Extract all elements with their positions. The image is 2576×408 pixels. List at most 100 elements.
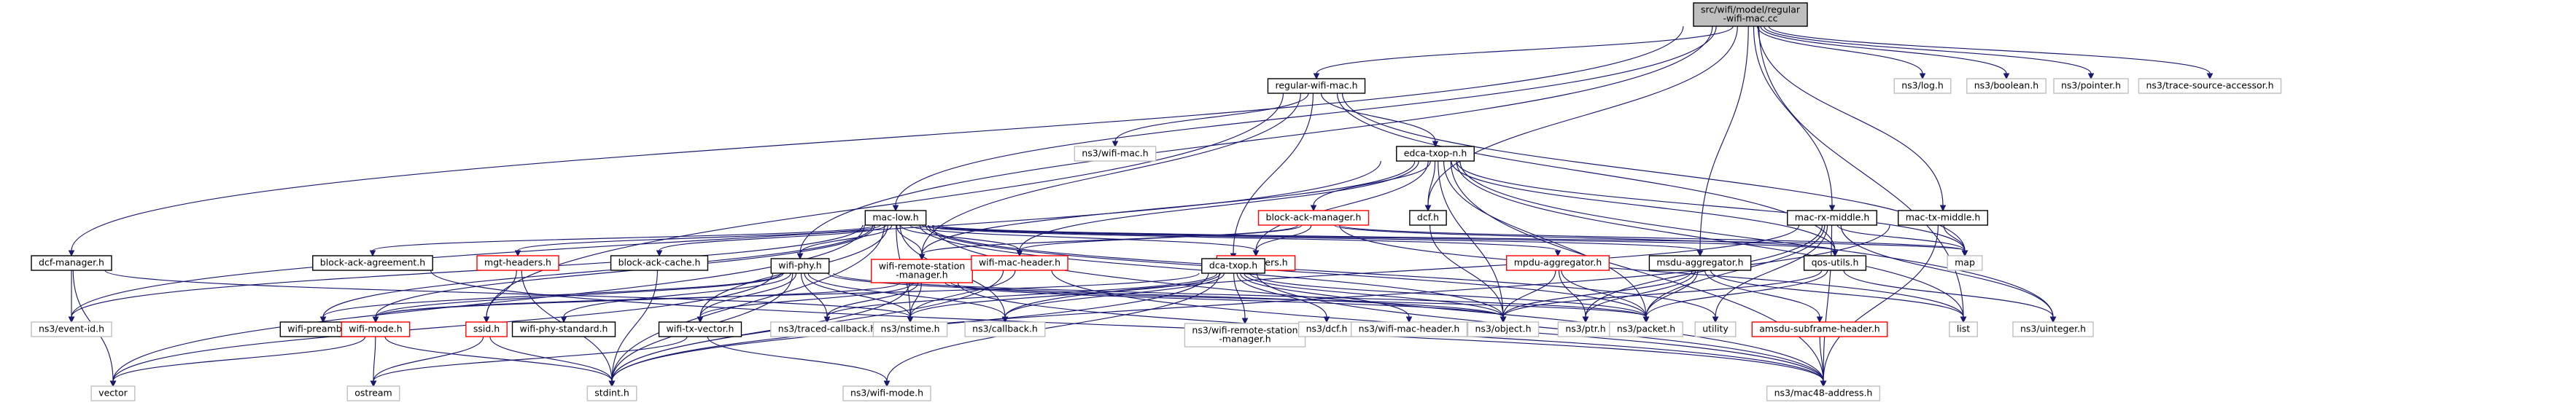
edge-edca-txop-n-h-to-ns3-event-id-h	[68, 160, 1381, 323]
edge-line	[517, 224, 881, 251]
edge-arrowhead	[883, 380, 891, 388]
node-map: map	[1947, 255, 1983, 271]
node-regular-wifi-mac-h[interactable]: regular-wifi-mac.h	[1267, 78, 1366, 94]
edge-dca-txop-h-to-ns3-wifi-mac-header-h	[1240, 272, 1413, 323]
edge-line	[1710, 270, 1964, 318]
node-label: dcf-manager.h	[39, 257, 104, 268]
node-msdu-aggregator-h[interactable]: msdu-aggregator.h	[1648, 255, 1752, 271]
node-mac-low-h[interactable]: mac-low.h	[864, 210, 927, 226]
node-mgt-headers-h[interactable]: mgt-headers.h	[476, 255, 559, 271]
edge-line	[1459, 160, 2054, 318]
edge-arrowhead	[1712, 316, 1719, 323]
edge-arrowhead	[1405, 316, 1413, 323]
edge-dcf-manager-h-to-ns3-event-id-h	[68, 270, 75, 323]
edge-arrowhead	[1961, 250, 1968, 257]
edge-root-to-msdu-aggregator-h	[1696, 26, 1749, 257]
node-box	[872, 321, 948, 337]
node-box	[1966, 78, 2047, 94]
edge-line	[900, 224, 1020, 251]
node-wifi-phy-h[interactable]: wifi-phy.h	[770, 258, 830, 274]
node-label: ns3/object.h	[1475, 323, 1531, 334]
edge-wifi-tx-vector-h-to-ostream	[370, 336, 688, 388]
edge-line	[886, 272, 1220, 382]
node-label: ns3/event-id.h	[39, 323, 104, 334]
edge-root-to-ns3-boolean-h	[1760, 26, 2010, 80]
edge-line	[71, 160, 1381, 318]
node-wifi-mode-h[interactable]: wifi-mode.h	[341, 321, 411, 337]
node-box	[1766, 385, 1881, 401]
edge-line	[563, 272, 791, 318]
node-dcf-h[interactable]: dcf.h	[1409, 210, 1447, 226]
node-label: stdint.h	[594, 388, 629, 399]
node-amsdu-subframe-header-h[interactable]: amsdu-subframe-header.h	[1751, 321, 1888, 337]
node-ns3-trace-source-accessor-h: ns3/trace-source-accessor.h	[2138, 78, 2282, 94]
node-label: msdu-aggregator.h	[1656, 257, 1743, 268]
node-label: block-ack-agreement.h	[320, 257, 425, 268]
edge-wifi-tx-vector-h-to-ns3-wifi-mode-h	[707, 336, 891, 388]
edge-root-to-mac-low-h	[892, 26, 1717, 212]
edge-arrowhead	[1112, 141, 1119, 148]
edge-line	[1256, 272, 1824, 382]
node-label: mac-tx-middle.h	[1906, 212, 1981, 223]
edge-line	[1502, 270, 1823, 318]
node-label: -wifi-mac.cc	[1723, 13, 1777, 24]
node-box	[586, 385, 637, 401]
node-label: ns3/pointer.h	[2061, 80, 2121, 91]
node-mac-tx-middle-h[interactable]: mac-tx-middle.h	[1897, 210, 1989, 226]
edge-ssid-h-to-stdint-h	[489, 336, 616, 388]
edge-line	[112, 224, 865, 382]
node-wifi-remote-station-manager-h[interactable]: wifi-remote-station-manager.h	[871, 259, 973, 283]
edge-line	[1313, 160, 1431, 206]
node-wifi-phy-standard-h[interactable]: wifi-phy-standard.h	[511, 321, 616, 337]
edge-line	[1843, 270, 2054, 318]
edge-line	[927, 224, 1701, 251]
node-dca-txop-h[interactable]: dca-txop.h	[1201, 258, 1265, 274]
node-qos-utils-h[interactable]: qos-utils.h	[1803, 255, 1867, 271]
node-edca-txop-n-h[interactable]: edca-txop-n.h	[1396, 146, 1475, 162]
edge-dca-txop-h-to-ns3-object-h	[1244, 272, 1507, 323]
edge-arrowhead	[1820, 380, 1827, 388]
node-dcf-manager-h[interactable]: dcf-manager.h	[31, 255, 112, 271]
node-box	[1074, 146, 1157, 162]
edge-line	[1645, 270, 1699, 318]
node-label: ns3/wifi-mode.h	[850, 388, 923, 399]
node-label: utility	[1702, 323, 1729, 334]
edge-root-to-ns3-pointer-h	[1764, 26, 2095, 80]
node-block-ack-cache-h[interactable]: block-ack-cache.h	[610, 255, 709, 271]
edge-mac-rx-middle-h-to-utility	[1712, 224, 1828, 323]
edge-arrowhead	[796, 253, 804, 260]
edge-mac-low-h-to-mgt-headers-h	[514, 224, 881, 257]
node-wifi-tx-vector-h[interactable]: wifi-tx-vector.h	[658, 321, 742, 337]
edge-line	[1450, 160, 1824, 382]
node-block-ack-agreement-h[interactable]: block-ack-agreement.h	[312, 255, 433, 271]
node-ssid-h[interactable]: ssid.h	[465, 321, 508, 337]
node-box	[864, 210, 927, 226]
edge-wifi-phy-h-to-ns3-traced-callback-h	[800, 272, 831, 323]
edge-regular-wifi-mac-h-to-map	[1341, 93, 1968, 257]
edge-line	[921, 93, 1301, 255]
edge-arrowhead	[2087, 73, 2095, 80]
edge-line	[659, 224, 887, 251]
node-box	[31, 321, 112, 337]
node-label: mac-rx-middle.h	[1795, 212, 1870, 223]
edge-line	[71, 224, 864, 318]
edge-line	[800, 272, 828, 318]
node-ns3-event-id-h: ns3/event-id.h	[31, 321, 112, 337]
edge-line	[925, 224, 1647, 318]
node-mpdu-aggregator-h[interactable]: mpdu-aggregator.h	[1506, 255, 1610, 271]
node-mac-rx-middle-h[interactable]: mac-rx-middle.h	[1787, 210, 1877, 226]
node-ns3-object-h: ns3/object.h	[1467, 321, 1540, 337]
edge-dca-txop-h-to-ns3-wifi-remote-station-manager-h	[1233, 272, 1249, 325]
edge-line	[928, 224, 1716, 318]
edge-qos-utils-h-to-ns3-object-h	[1500, 270, 1823, 323]
node-wifi-mac-header-h[interactable]: wifi-mac-header.h	[971, 255, 1068, 271]
node-box	[658, 321, 742, 337]
node-box	[346, 385, 400, 401]
node-block-ack-manager-h[interactable]: block-ack-manager.h	[1257, 210, 1370, 226]
edge-arrowhead	[1919, 73, 1926, 80]
edge-line	[1244, 272, 1504, 318]
edge-arrowhead	[1313, 73, 1320, 80]
edge-line	[373, 336, 484, 382]
edge-line	[1819, 336, 1824, 382]
node-root[interactable]: src/wifi/model/regular-wifi-mac.cc	[1693, 2, 1808, 27]
